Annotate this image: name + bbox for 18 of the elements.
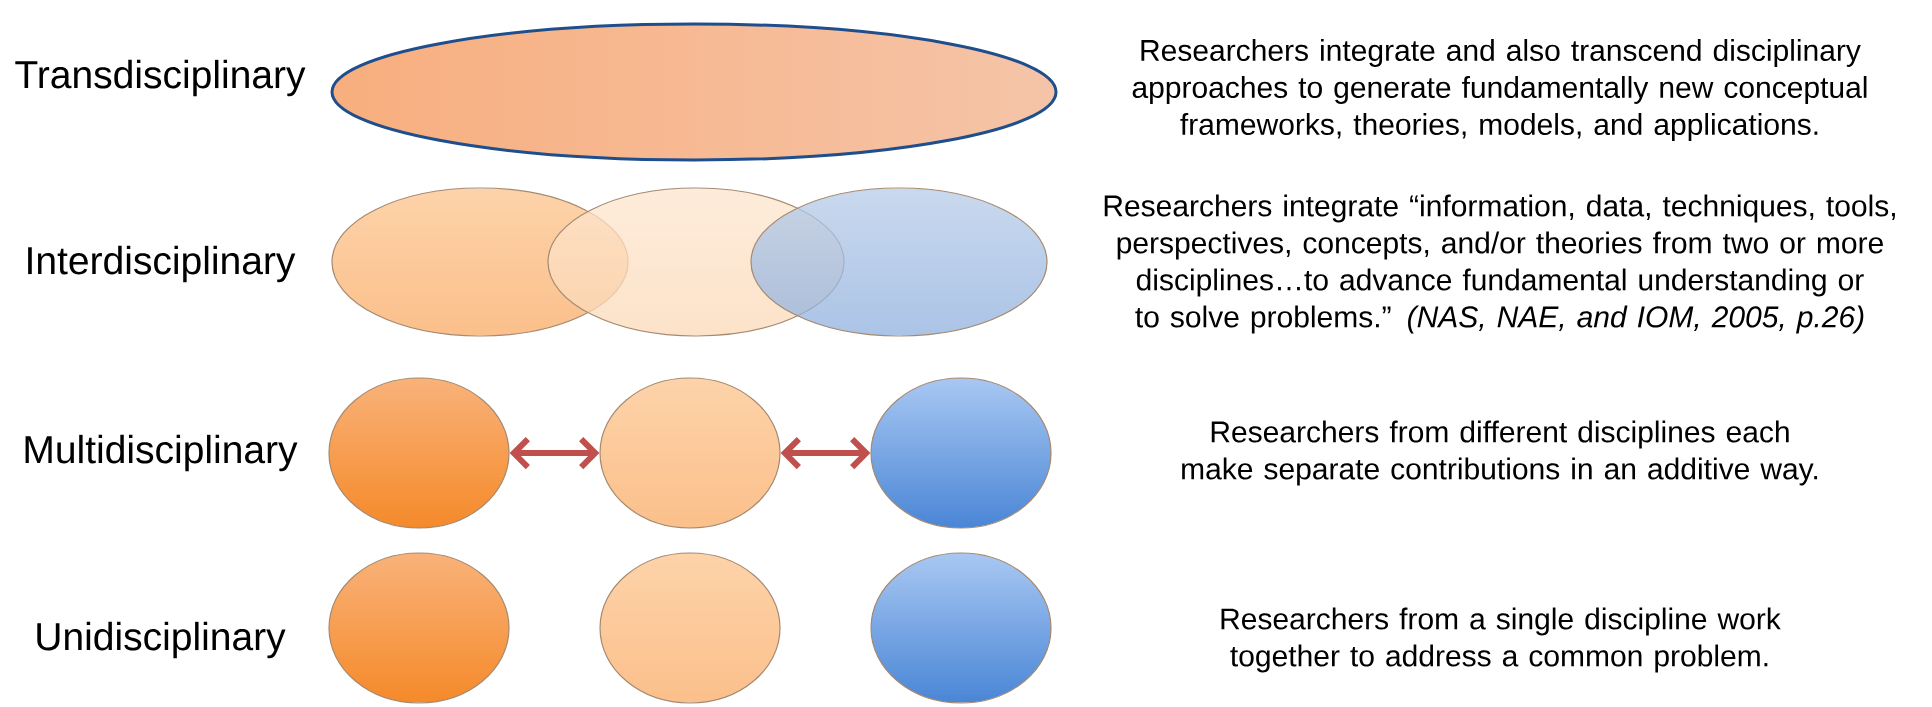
description: Researchers from different disciplines each make separate contributions in an additive way.	[1182, 420, 1818, 486]
row-label: Multidisciplinary	[25, 434, 298, 472]
description: Researchers integrate “information, data, techniques, tools, perspectives, concepts, and/or theories from two or more disciplines…to advance fundamental understanding or to solve problems.” (NAS, NAE, and IOM, 2005, p.26)	[1104, 194, 1895, 334]
double-arrow	[509, 436, 600, 470]
row-label: Interdisciplinary	[28, 245, 296, 283]
row-label: Transdisciplinary	[15, 59, 306, 97]
ellipse	[870, 377, 1052, 529]
ellipse	[328, 377, 510, 529]
ellipse	[750, 187, 1048, 337]
ellipse	[870, 552, 1052, 704]
ellipse	[330, 22, 1058, 162]
description: Researchers from a single discipline work together to address a common problem.	[1221, 607, 1781, 673]
ellipse	[599, 377, 781, 529]
row-label: Unidisciplinary	[37, 621, 286, 659]
ellipse	[599, 552, 781, 704]
description: Researchers integrate and also transcend disciplinary approaches to generate fundamentally new conceptual frameworks, theories, models, and applications.	[1132, 39, 1867, 141]
double-arrow	[780, 436, 871, 470]
ellipse	[328, 552, 510, 704]
